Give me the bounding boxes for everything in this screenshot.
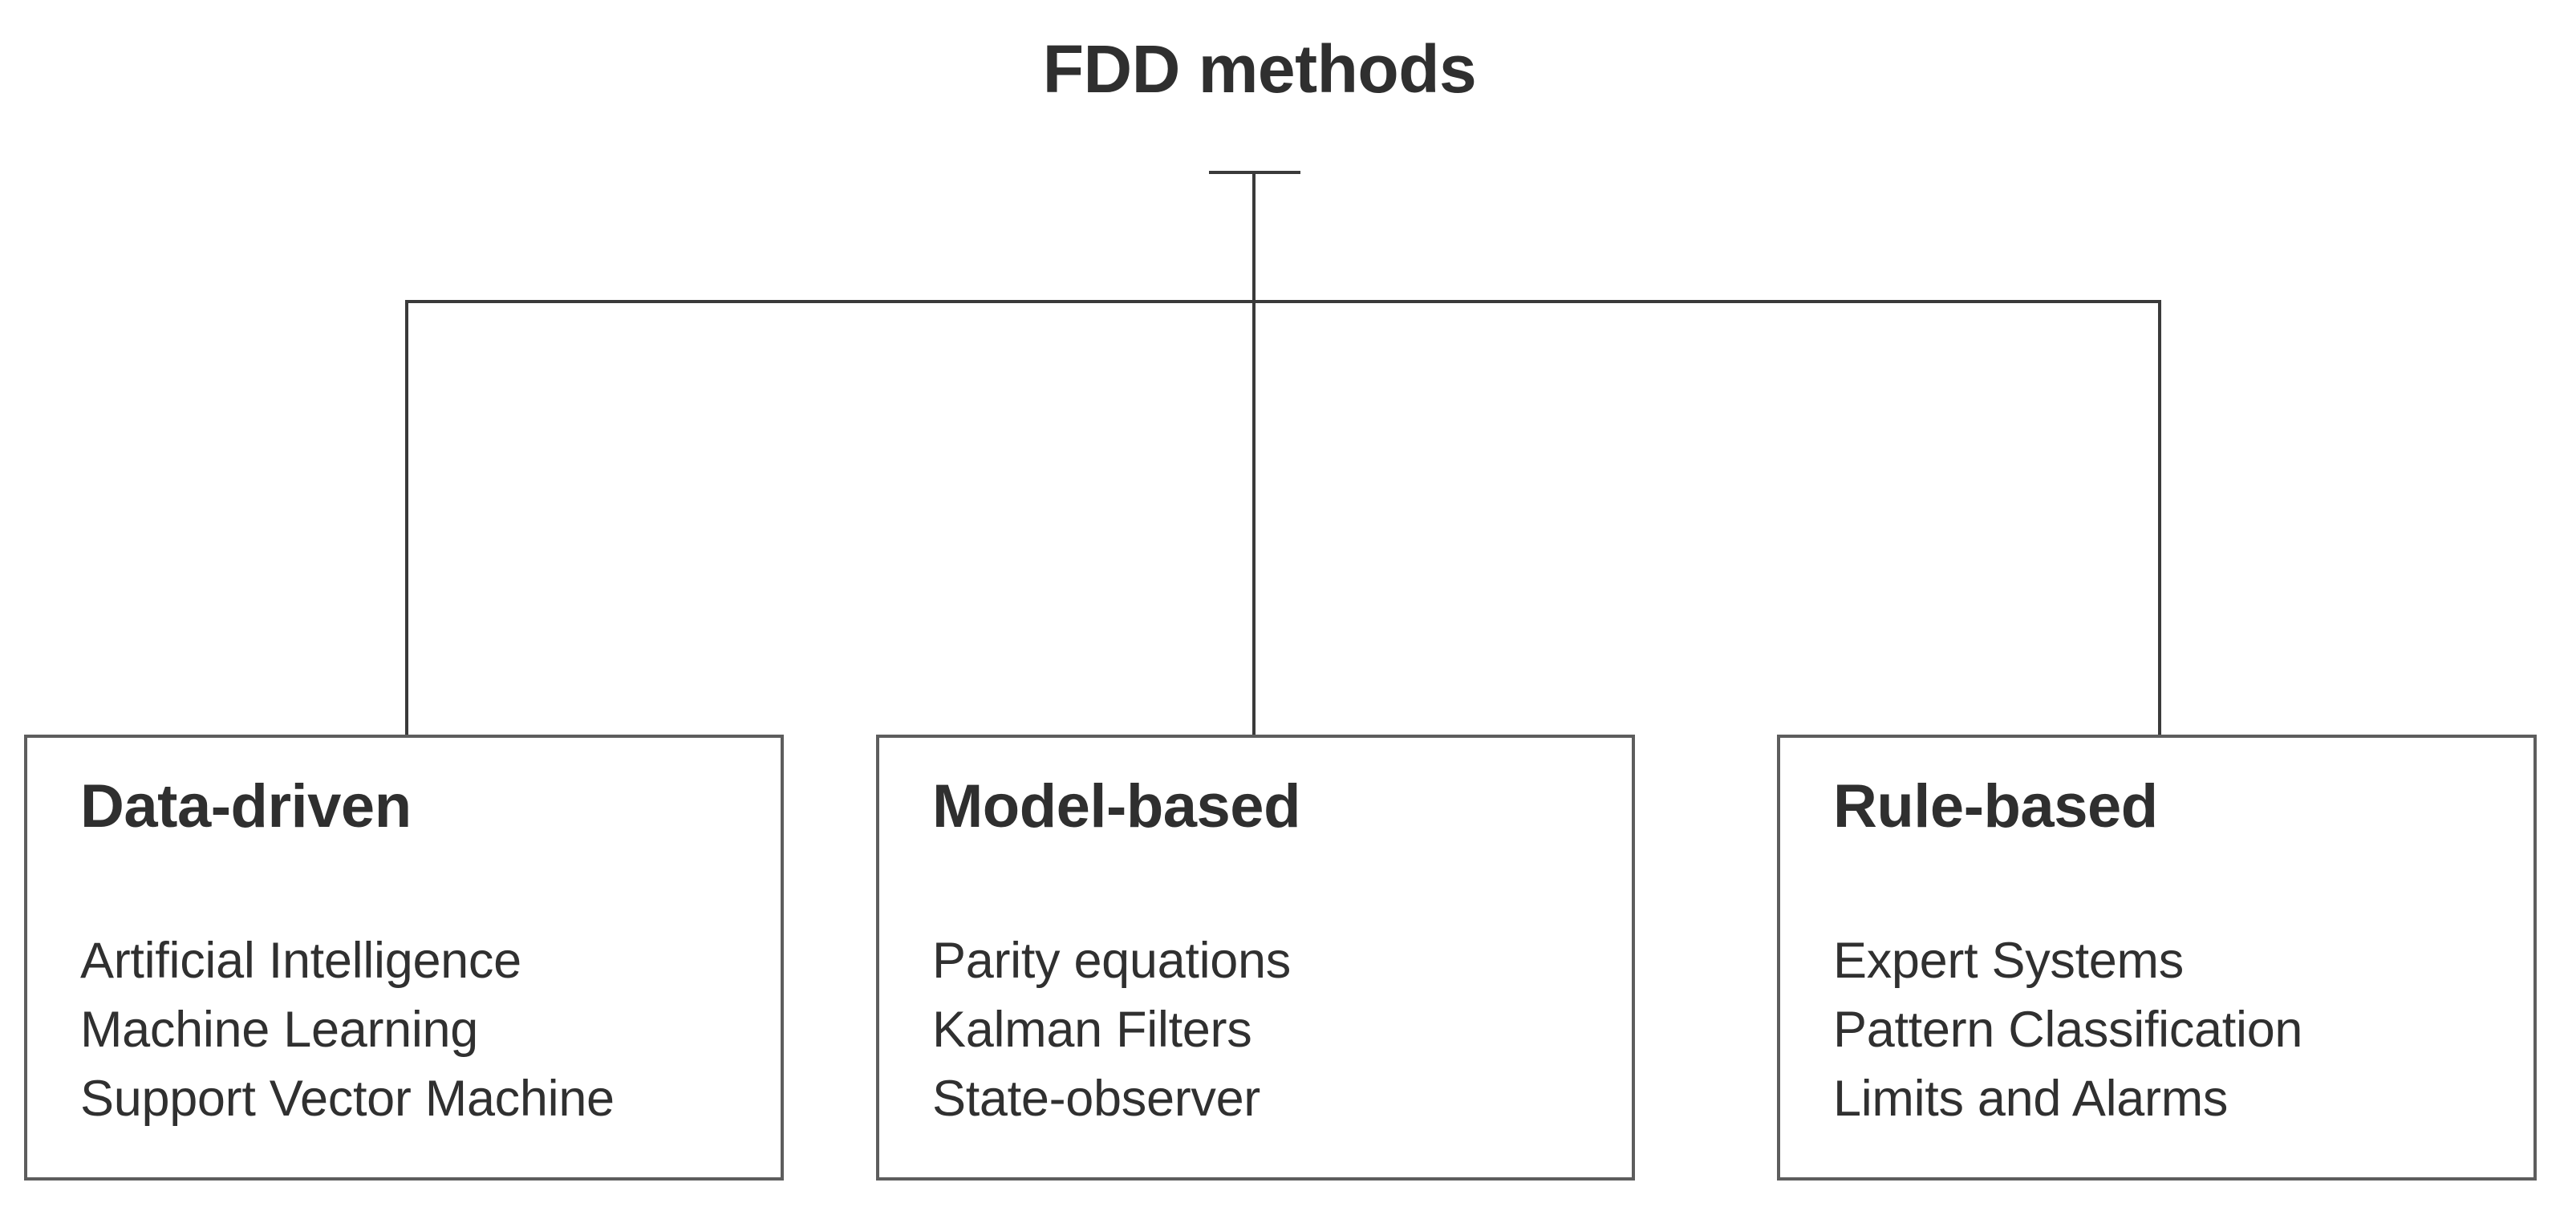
list-item: State-observer	[932, 1071, 1260, 1127]
node-list-data-driven: Artificial Intelligence Machine Learning…	[80, 926, 615, 1133]
connector-horizontal-bus	[405, 300, 2161, 303]
root-node-title: FDD methods	[1042, 31, 1477, 107]
list-item: Parity equations	[932, 933, 1291, 989]
list-item: Support Vector Machine	[80, 1071, 615, 1127]
connector-drop-left	[405, 300, 408, 738]
node-title-model-based: Model-based	[932, 772, 1301, 840]
node-box-data-driven: Data-driven Artificial Intelligence Mach…	[24, 735, 784, 1181]
list-item: Machine Learning	[80, 1002, 479, 1058]
node-box-rule-based: Rule-based Expert Systems Pattern Classi…	[1777, 735, 2537, 1181]
list-item: Artificial Intelligence	[80, 933, 521, 989]
node-title-data-driven: Data-driven	[80, 772, 412, 840]
list-item: Expert Systems	[1833, 933, 2184, 989]
connector-center-stem	[1252, 171, 1256, 738]
node-list-model-based: Parity equations Kalman Filters State-ob…	[932, 926, 1291, 1133]
node-title-rule-based: Rule-based	[1833, 772, 2158, 840]
list-item: Limits and Alarms	[1833, 1071, 2229, 1127]
list-item: Kalman Filters	[932, 1002, 1252, 1058]
node-box-model-based: Model-based Parity equations Kalman Filt…	[876, 735, 1635, 1181]
node-list-rule-based: Expert Systems Pattern Classification Li…	[1833, 926, 2302, 1133]
connector-drop-right	[2158, 300, 2161, 738]
list-item: Pattern Classification	[1833, 1002, 2303, 1058]
